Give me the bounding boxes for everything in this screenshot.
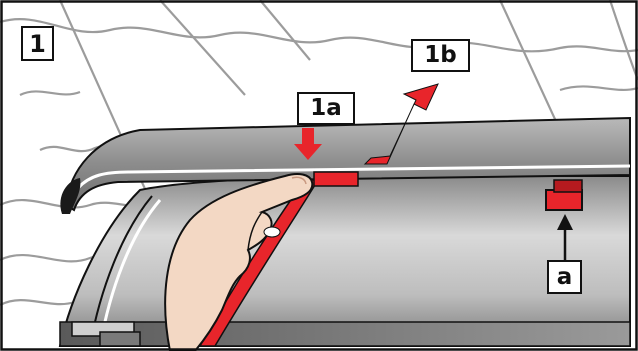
step-1a-label: 1a (297, 92, 355, 125)
cover-end-cap (60, 178, 80, 214)
part-a-label: a (547, 260, 582, 294)
step-1b-label: 1b (411, 39, 470, 72)
skylight-body (60, 176, 630, 346)
frame-bottom-bar (60, 322, 630, 346)
step-label: 1 (21, 26, 54, 61)
latch-clip (314, 172, 358, 186)
bracket-left-lower (100, 332, 140, 346)
